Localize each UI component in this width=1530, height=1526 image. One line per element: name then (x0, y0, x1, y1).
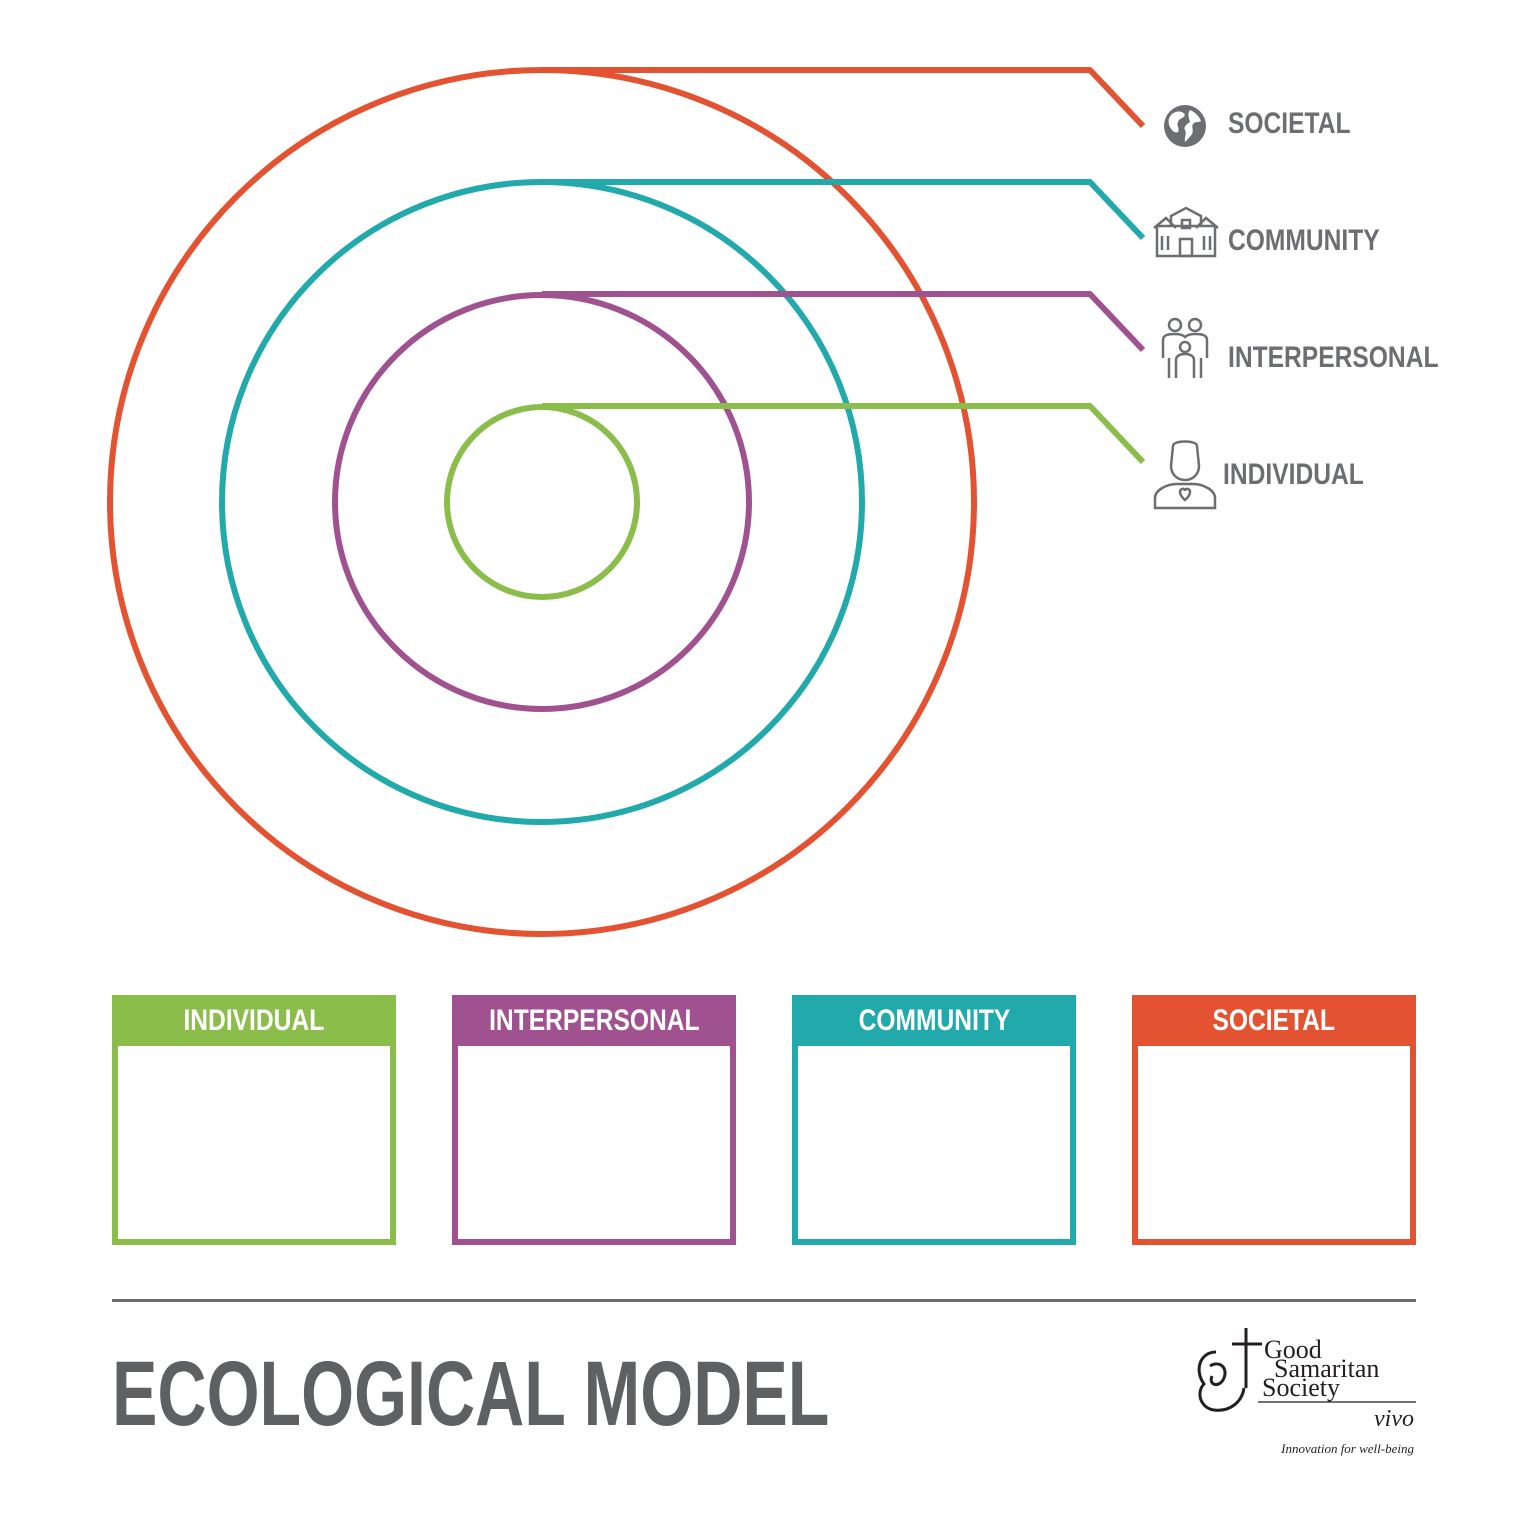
person-heart-icon (1153, 440, 1217, 510)
legend-label-interpersonal: INTERPERSONAL (1228, 341, 1439, 374)
logo-sub: vivo (1374, 1406, 1414, 1432)
box-header-societal: SOCIETAL (1132, 995, 1416, 1046)
cross-icon (1197, 1328, 1262, 1412)
box-title-societal: SOCIETAL (1212, 1003, 1336, 1037)
logo-line3: Society (1262, 1373, 1340, 1402)
logo-tagline: Innovation for well-being (1280, 1441, 1414, 1456)
box-community: COMMUNITY (792, 995, 1076, 1245)
connector-societal (542, 67, 1146, 129)
good-samaritan-society-logo: Good Samaritan Society vivo Innovation f… (1197, 1328, 1416, 1456)
ring-individual (444, 404, 640, 600)
box-body-interpersonal[interactable] (458, 1046, 730, 1239)
connector-individual (542, 403, 1146, 465)
ring-community (219, 179, 865, 825)
legend-label-societal: SOCIETAL (1228, 107, 1351, 140)
box-body-community[interactable] (798, 1046, 1070, 1239)
box-title-individual: INDIVIDUAL (183, 1003, 325, 1037)
page-title: ECOLOGICAL MODEL (112, 1343, 830, 1445)
legend-label-community: COMMUNITY (1228, 224, 1380, 257)
globe-icon (1164, 105, 1206, 147)
connector-interpersonal (542, 291, 1146, 353)
box-interpersonal: INTERPERSONAL (452, 995, 736, 1245)
box-header-community: COMMUNITY (792, 995, 1076, 1046)
ring-societal (107, 67, 977, 937)
ecological-rings-diagram (107, 67, 1219, 937)
box-societal: SOCIETAL (1132, 995, 1416, 1245)
box-individual: INDIVIDUAL (112, 995, 396, 1245)
logo-line1: Good (1264, 1335, 1322, 1364)
box-title-interpersonal: INTERPERSONAL (488, 1003, 700, 1037)
buildings-icon (1153, 206, 1219, 258)
box-title-community: COMMUNITY (858, 1003, 1010, 1037)
divider (112, 1299, 1416, 1302)
box-body-societal[interactable] (1138, 1046, 1410, 1239)
family-icon (1161, 317, 1209, 378)
connector-community (542, 179, 1146, 241)
box-body-individual[interactable] (118, 1046, 390, 1239)
legend-label-individual: INDIVIDUAL (1223, 458, 1364, 491)
ring-interpersonal (332, 292, 752, 712)
logo-line2: Samaritan (1274, 1354, 1379, 1383)
box-header-interpersonal: INTERPERSONAL (452, 995, 736, 1046)
box-header-individual: INDIVIDUAL (112, 995, 396, 1046)
